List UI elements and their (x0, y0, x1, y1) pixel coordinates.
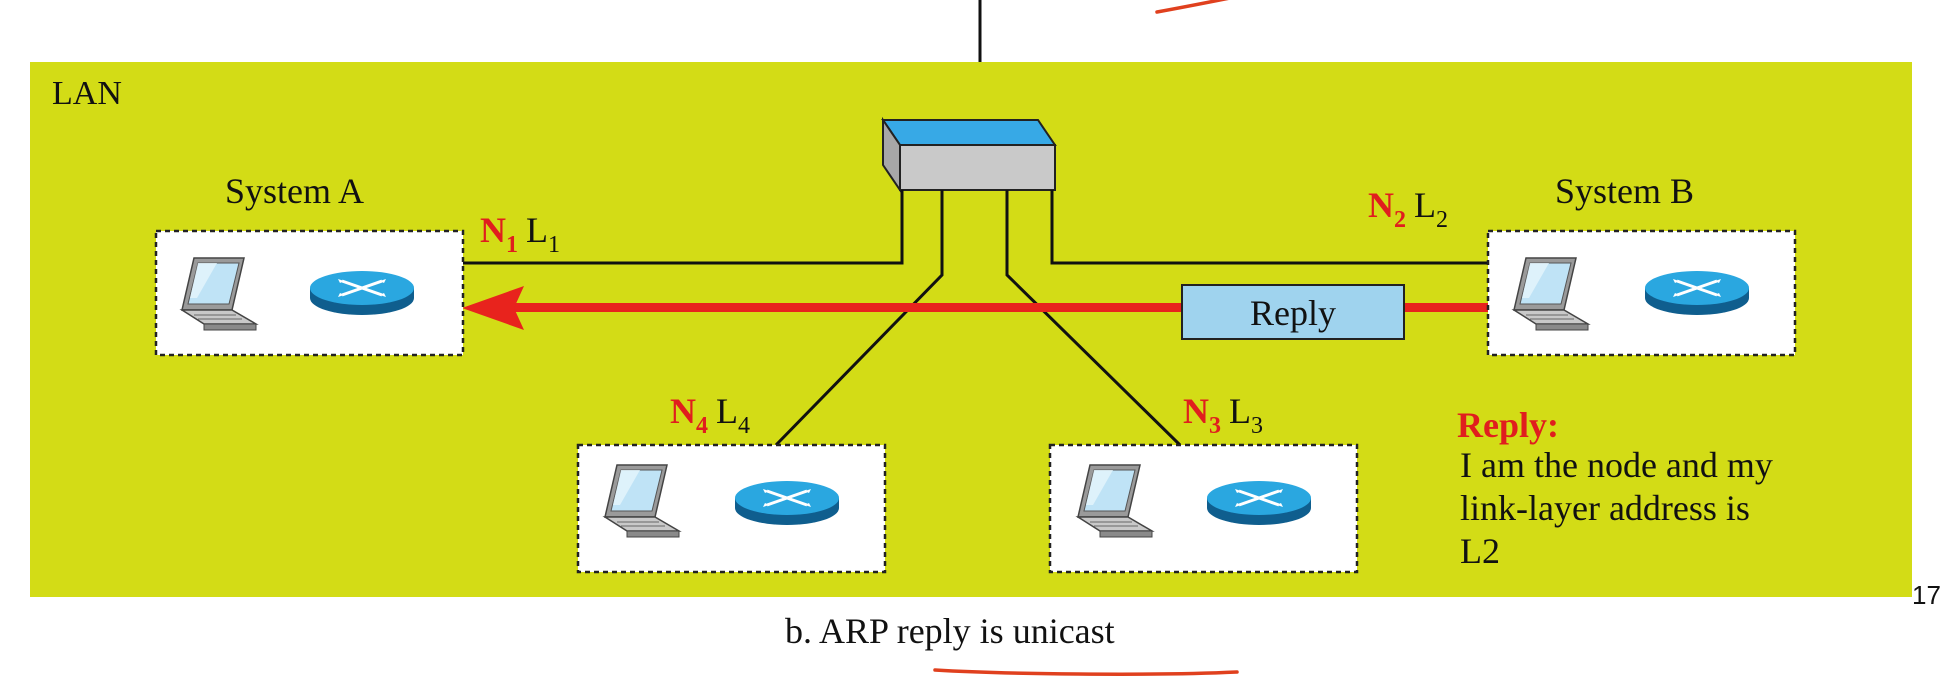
reply-note: Reply: I am the node and my link-layer a… (1457, 405, 1773, 571)
cable-system-b (1050, 190, 1488, 265)
reply-note-line: link-layer address is (1460, 488, 1750, 528)
annotation-stroke-top (1155, 0, 1229, 14)
page-number: 17 (1912, 580, 1941, 610)
reply-packet-label: Reply (1250, 293, 1336, 333)
annotation-underline (933, 668, 1239, 676)
node-3-box (1048, 443, 1359, 574)
reply-arrow (462, 286, 1488, 330)
system-a-box (154, 229, 465, 357)
system-b-label: System B (1555, 171, 1694, 211)
router-icon (1643, 269, 1751, 317)
router-icon (733, 479, 841, 527)
switch-device (881, 116, 1057, 194)
system-a-label: System A (225, 171, 364, 211)
system-b-box (1486, 229, 1797, 357)
cable-node-3 (1005, 190, 1182, 447)
cable-node-4 (774, 190, 944, 447)
reply-note-line: L2 (1460, 531, 1500, 571)
reply-note-line: I am the node and my (1460, 445, 1773, 485)
caption: b. ARP reply is unicast (785, 611, 1115, 651)
node-4-box (576, 443, 887, 574)
cable-system-a (463, 190, 904, 265)
reply-packet: Reply (1181, 284, 1405, 340)
router-icon (308, 269, 416, 317)
reply-note-title: Reply: (1457, 405, 1559, 445)
router-icon (1205, 479, 1313, 527)
lan-label: LAN (52, 75, 122, 112)
